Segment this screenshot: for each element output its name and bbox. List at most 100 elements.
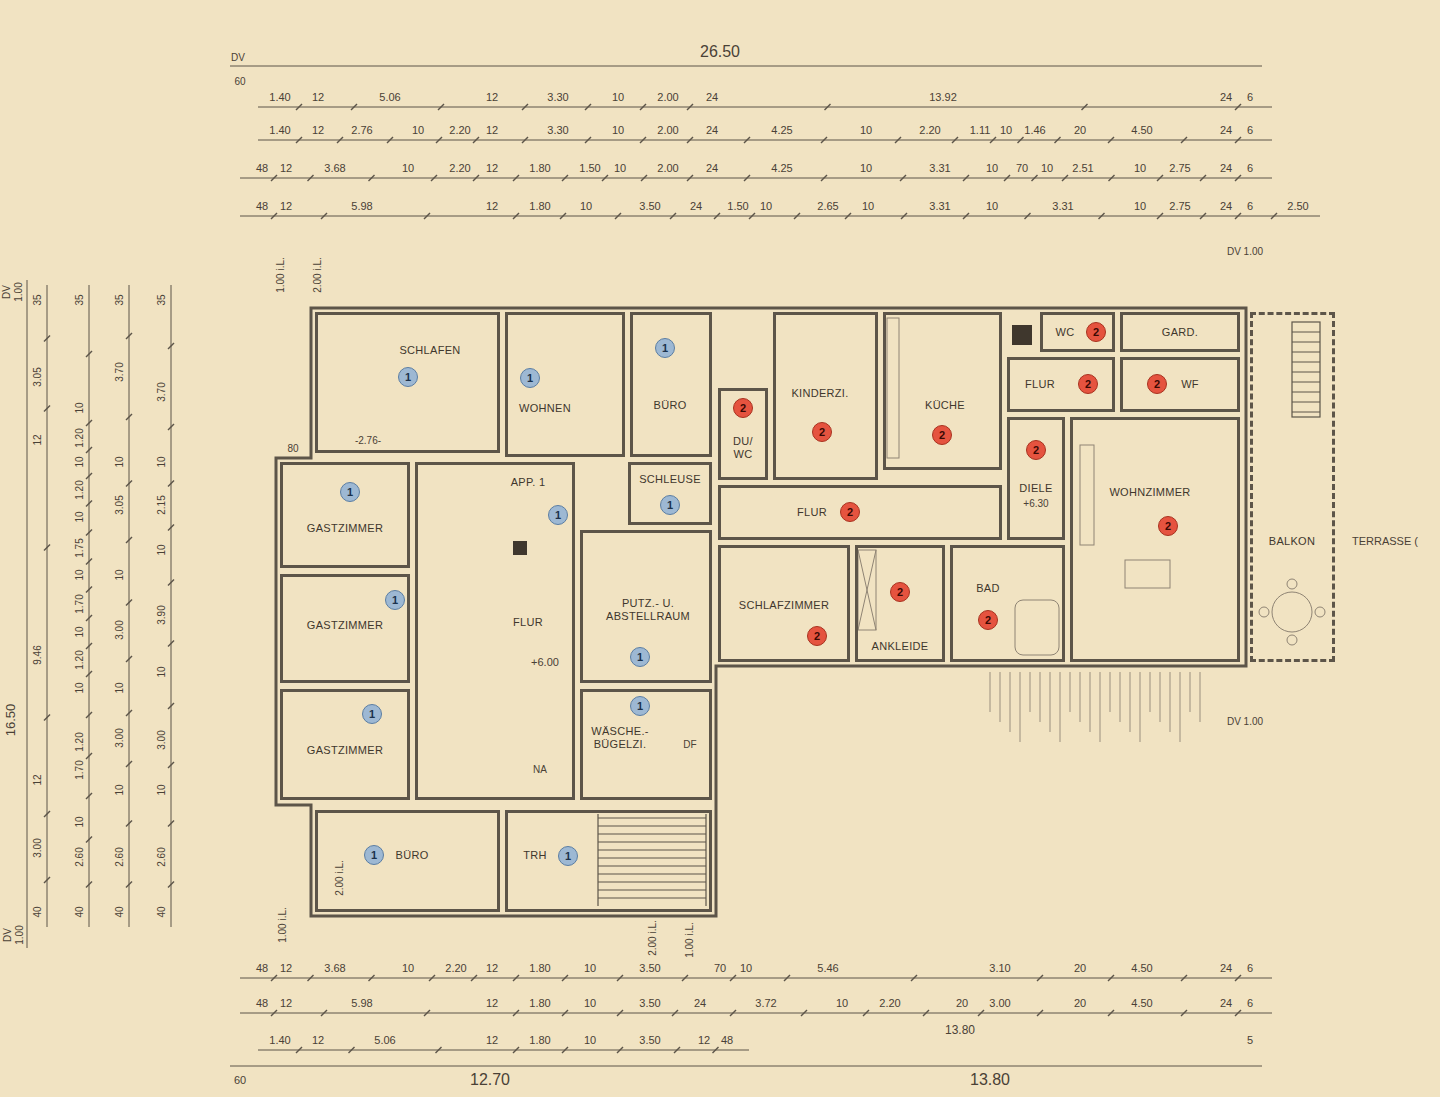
dimension-tick [86, 837, 92, 843]
dimension-line [240, 216, 1320, 217]
dimension-label: 3.68 [324, 963, 345, 974]
callout-number: 1 [667, 499, 673, 512]
dimension-tick [730, 1010, 736, 1016]
dimension-label: 2.20 [449, 125, 470, 136]
dimension-label: 3.30 [547, 125, 568, 136]
dimension-label: DV 1.00 [1227, 247, 1263, 257]
dimension-label: 3.72 [755, 998, 776, 1009]
dimension-label: 16.50 [4, 704, 17, 737]
dimension-label: 2.76 [351, 125, 372, 136]
dimension-label: 35 [115, 294, 125, 305]
dimension-label: 3.70 [115, 362, 125, 381]
dimension-label: 24 [706, 163, 718, 174]
dimension-tick [473, 137, 479, 143]
dimension-label: 10 [580, 201, 592, 212]
callout-circle: 2 [978, 610, 998, 630]
dimension-label: 1.20 [75, 428, 85, 447]
dimension-label: 10 [760, 201, 772, 212]
dimension-tick [1108, 975, 1114, 981]
dimension-tick [86, 559, 92, 565]
dimension-label: 12 [33, 774, 43, 785]
callout-circle: 1 [362, 704, 382, 724]
callout-circle: 1 [364, 845, 384, 865]
dimension-label: 24 [1220, 998, 1232, 1009]
dimension-tick [641, 175, 647, 181]
dimension-label: 2.00 i.L. [335, 860, 345, 896]
dimension-label: 1.46 [1024, 125, 1045, 136]
dimension-line [129, 285, 130, 927]
dimension-label: 3.50 [639, 963, 660, 974]
dimension-label: 10 [584, 963, 596, 974]
dimension-label: 35 [33, 294, 43, 305]
dimension-tick [674, 1047, 680, 1053]
dimension-label: 10 [986, 163, 998, 174]
dimension-tick [296, 104, 302, 110]
dimension-label: 5.98 [351, 201, 372, 212]
dimension-tick [730, 975, 736, 981]
terrace-hatching [1130, 672, 1131, 732]
dimension-tick [1018, 137, 1024, 143]
dimension-tick [271, 1010, 277, 1016]
dimension-tick [1037, 1010, 1043, 1016]
dimension-label: 20 [956, 998, 968, 1009]
dimension-label: 12 [486, 1035, 498, 1046]
room-name: TRH [523, 849, 547, 862]
chair [1315, 607, 1325, 617]
dimension-tick [687, 104, 693, 110]
dimension-tick [1181, 137, 1187, 143]
chimney [513, 541, 527, 555]
dimension-tick [86, 712, 92, 718]
dimension-label: 2.00 [657, 163, 678, 174]
room-name: FLUR [513, 616, 543, 629]
callout-circle: 1 [398, 367, 418, 387]
dimension-label: 1.80 [529, 201, 550, 212]
room-outline: PUTZ.- U. ABSTELLRAUM1 [580, 530, 712, 683]
dimension-label: 1.11 [970, 125, 991, 136]
dimension-tick [513, 975, 519, 981]
room-outline: WOHNEN1 [505, 312, 625, 457]
dimension-tick [126, 710, 132, 716]
callout-circle: 1 [385, 590, 405, 610]
chair [1259, 607, 1269, 617]
dimension-tick [1181, 975, 1187, 981]
dimension-label: 12 [486, 92, 498, 103]
dimension-tick [1181, 1010, 1187, 1016]
dimension-tick [1200, 213, 1206, 219]
dimension-label: 13.80 [970, 1072, 1010, 1088]
room-outline: KÜCHE2 [883, 312, 1002, 470]
dimension-label: 24 [1220, 201, 1232, 212]
terrace-hatching [1080, 672, 1081, 722]
dimension-tick [168, 821, 174, 827]
dimension-label: 10 [1041, 163, 1053, 174]
terrace-hatching [1020, 672, 1021, 742]
dimension-label: 10 [75, 456, 85, 467]
dimension-label: 3.31 [929, 163, 950, 174]
dimension-label: 48 [256, 163, 268, 174]
dimension-line [89, 285, 90, 927]
chimney [1012, 325, 1032, 345]
dimension-tick [615, 213, 621, 219]
dimension-label: 12 [312, 1035, 324, 1046]
dimension-label: 60 [234, 1075, 246, 1086]
callout-circle: 2 [1147, 374, 1167, 394]
terrace-hatching [1180, 672, 1181, 742]
dimension-label: 10 [740, 963, 752, 974]
dimension-label: 24 [706, 92, 718, 103]
dimension-tick [1271, 213, 1277, 219]
dimension-tick [369, 175, 375, 181]
dimension-tick [436, 1047, 442, 1053]
callout-circle: 2 [1158, 516, 1178, 536]
dimension-tick [1200, 175, 1206, 181]
terrace-hatching [1170, 672, 1171, 732]
dimension-label: 10 [157, 544, 167, 555]
dimension-tick [562, 1010, 568, 1016]
room-outline: ANKLEIDE2 [855, 545, 945, 662]
dimension-tick [126, 333, 132, 339]
room-name: WOHNZIMMER [1109, 486, 1190, 499]
dimension-label: 12.70 [470, 1072, 510, 1088]
dimension-tick [990, 137, 996, 143]
dimension-label: 1.40 [269, 125, 290, 136]
dimension-label: 5.06 [374, 1035, 395, 1046]
dimension-tick [1157, 213, 1163, 219]
dimension-label: 2.00 [657, 92, 678, 103]
